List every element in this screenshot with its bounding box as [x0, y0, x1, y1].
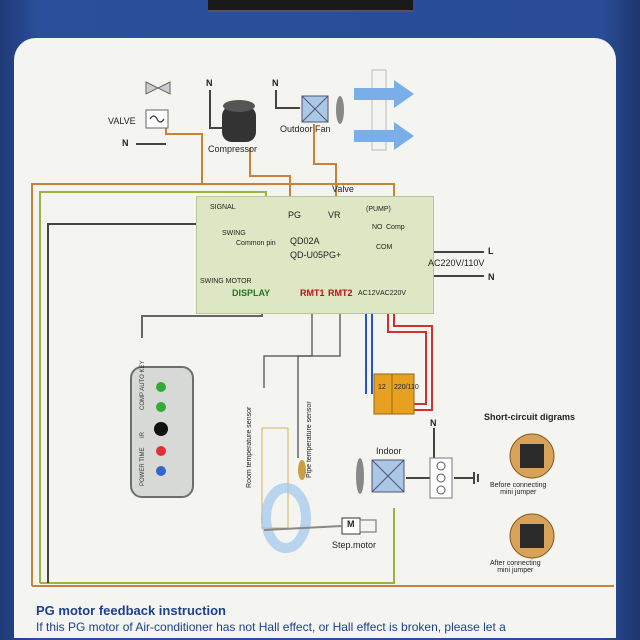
signal-label: SIGNAL [210, 204, 236, 211]
indoor-n-label: N [430, 418, 437, 428]
fan-blade [336, 96, 344, 124]
line-L-label: L [488, 246, 494, 256]
led-red-icon [156, 446, 166, 456]
wiring-svg [31, 69, 614, 587]
transformer [373, 373, 415, 415]
valve-coil-wave [149, 115, 165, 123]
model-line-2: QD-U05PG+ [290, 250, 342, 260]
ac220v-wire-b [393, 310, 433, 411]
valve-neutral-label: N [122, 138, 129, 148]
model-line-1: QD02A [290, 236, 320, 246]
indoor-label: Indoor [376, 446, 402, 456]
airflow-arrow-bottom [354, 122, 414, 150]
led-green-icon [156, 382, 166, 392]
valve-triangle-b [156, 81, 171, 95]
rmt1-label: RMT1 [300, 288, 325, 298]
swing-label: SWING [222, 230, 246, 237]
valve-wire-label: Valve [332, 184, 354, 194]
box-top-flap [208, 0, 413, 12]
valve-triangle-a [145, 81, 160, 95]
wire-bottom-green [40, 508, 395, 584]
jumper-after-chip [520, 524, 544, 548]
louver [263, 525, 343, 531]
after-jumper-label: After connecting mini jumper [490, 560, 541, 574]
remote-label-3: POWER TIME [140, 447, 146, 486]
compressor-wire [249, 148, 291, 198]
diagram-card: VALVE N N N Compressor Outdoor Fan Valve… [14, 38, 616, 638]
rmt2-wire [297, 310, 341, 458]
ac220v-label: AC220V [380, 290, 407, 297]
ir-receiver-icon [154, 422, 168, 436]
cap-terminal-a [436, 461, 446, 471]
ac12v-label: AC12V [358, 290, 381, 297]
led-blue-icon [156, 466, 166, 476]
no-label: NO [372, 224, 383, 231]
pipe-sensor-label: Pipe temperature sensor [306, 401, 313, 478]
fan-neutral-wire [275, 90, 300, 109]
indoor-cross-b [371, 459, 405, 493]
transformer-low-label: 12 [378, 384, 386, 391]
display-wire [141, 310, 263, 338]
wire-yellow-green [39, 191, 267, 583]
outdoor-coil [371, 69, 387, 151]
vr-label: VR [328, 210, 341, 220]
pipe-sensor-probe [298, 460, 306, 480]
display-label: DISPLAY [232, 288, 271, 298]
remote-label-1: COMP AUTO KEY [140, 360, 146, 410]
compressor-neutral-label: N [206, 78, 213, 88]
compressor-label: Compressor [208, 144, 258, 154]
ac220v-wire-a [387, 310, 427, 405]
room-sensor-label: Room temperature sensor [246, 406, 253, 488]
led-green-icon-2 [156, 402, 166, 412]
airflow-arrow-top [354, 80, 414, 108]
fan-wire [313, 124, 337, 198]
rmt2-label: RMT2 [328, 288, 353, 298]
footer-title: PG motor feedback instruction [36, 603, 226, 618]
capacitor-block [429, 457, 453, 499]
short-circuit-title: Short-circuit digrams [484, 412, 576, 422]
fan-neutral-label: N [272, 78, 279, 88]
step-motor-label: Step.motor [332, 540, 377, 550]
common-pin-label: Common pin [236, 240, 276, 247]
rmt1-wire [263, 310, 313, 388]
pg-label: PG [288, 210, 302, 220]
cap-terminal-b [436, 473, 446, 483]
pump-label: (PUMP) [366, 206, 391, 213]
comp-label: Comp [386, 224, 405, 231]
step-motor-m: M [347, 519, 355, 529]
step-motor-connector [359, 519, 377, 533]
indoor-fan-blade [356, 458, 364, 494]
display-receiver: COMP AUTO KEY IR POWER TIME [130, 361, 194, 498]
controller-board [196, 196, 434, 314]
swing-motor-label: SWING MOTOR [200, 278, 252, 285]
indoor-coil [261, 427, 289, 529]
jumper-before-chip [520, 444, 544, 468]
valve-wire [165, 124, 203, 184]
com-label: COM [376, 244, 393, 251]
outdoor-fan-label: Outdoor Fan [280, 124, 331, 134]
supply-label: AC220V/110V [428, 258, 485, 268]
footer-text: If this PG motor of Air-conditioner has … [36, 620, 506, 634]
compressor-body [222, 106, 256, 142]
indoor-airflow [261, 483, 311, 553]
before-jumper-label: Before connecting mini jumper [490, 482, 547, 496]
valve-label: VALVE [108, 116, 136, 126]
remote-label-2: IR [140, 432, 146, 438]
fan-cross-b [301, 95, 329, 123]
line-N-label: N [488, 272, 495, 282]
compressor-top [223, 100, 255, 112]
transformer-high-label: 220/110 [394, 384, 419, 391]
cap-terminal-c [436, 485, 446, 495]
